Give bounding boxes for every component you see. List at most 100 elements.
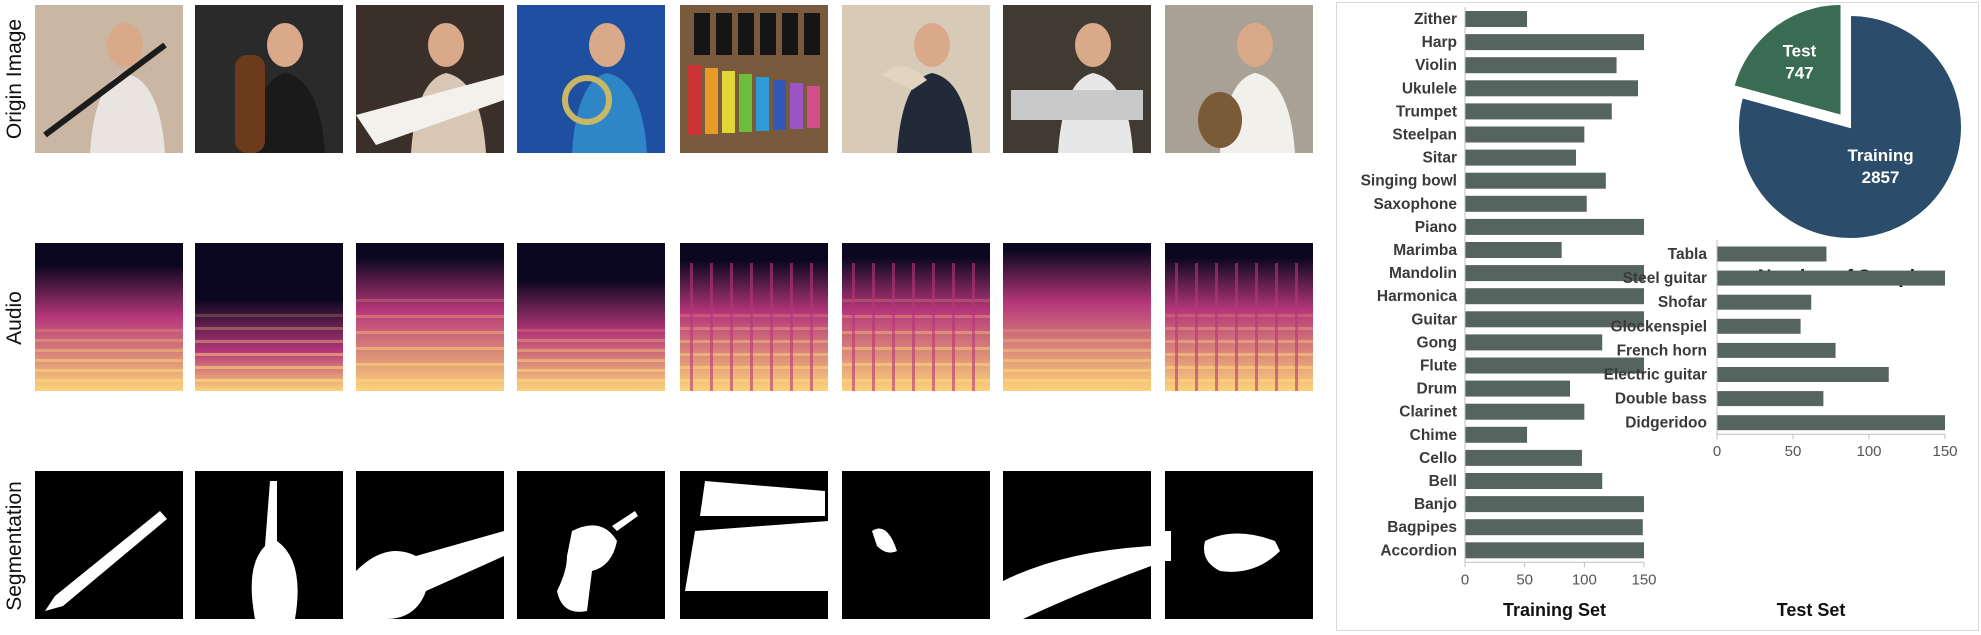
pie-slice-training bbox=[1737, 13, 1963, 240]
test-category-label: Electric guitar bbox=[1604, 367, 1707, 384]
training-bar bbox=[1465, 265, 1644, 282]
training-bar bbox=[1465, 380, 1571, 397]
training-bar bbox=[1465, 149, 1576, 166]
training-category-label: Chime bbox=[1410, 427, 1458, 444]
training-category-label: Harmonica bbox=[1377, 288, 1457, 305]
double-bass-mask-icon bbox=[195, 471, 343, 619]
training-category-label: Accordion bbox=[1380, 542, 1457, 559]
spectrogram-icon bbox=[35, 243, 183, 391]
xylophone-icon bbox=[680, 5, 828, 153]
test-bar bbox=[1717, 367, 1889, 382]
photo-tile bbox=[1165, 5, 1313, 153]
training-bar bbox=[1465, 334, 1603, 351]
training-bar bbox=[1465, 542, 1644, 559]
test-category-label: Steel guitar bbox=[1623, 270, 1707, 287]
row-label-segmentation-text: Segmentation bbox=[3, 481, 26, 611]
training-bar bbox=[1465, 449, 1582, 466]
test-category-label: Didgeridoo bbox=[1625, 415, 1707, 432]
photo-tile bbox=[680, 5, 828, 153]
mask-tile bbox=[680, 471, 828, 619]
test-category-label: Tabla bbox=[1668, 246, 1708, 263]
training-category-label: Sitar bbox=[1423, 150, 1457, 167]
spectrogram-icon bbox=[842, 243, 990, 391]
training-category-label: Bell bbox=[1429, 473, 1457, 490]
training-category-label: Saxophone bbox=[1373, 196, 1457, 213]
person-with-steel-guitar-icon bbox=[1003, 5, 1151, 153]
spectrogram-icon bbox=[1003, 243, 1151, 391]
training-bar bbox=[1465, 426, 1528, 443]
training-category-label: Mandolin bbox=[1389, 265, 1457, 282]
person-with-french-horn-icon bbox=[517, 5, 665, 153]
training-category-label: Flute bbox=[1420, 358, 1457, 375]
training-category-label: Ukulele bbox=[1402, 80, 1458, 97]
spectrogram-tile bbox=[195, 243, 343, 391]
mask-tile bbox=[195, 471, 343, 619]
xylophone-bars-mask-icon bbox=[680, 471, 828, 619]
training-category-label: Zither bbox=[1414, 11, 1457, 28]
spectrogram-tile bbox=[35, 243, 183, 391]
test-bar bbox=[1717, 415, 1945, 431]
row-label-segmentation: Segmentation bbox=[0, 471, 30, 621]
training-category-label: Cello bbox=[1419, 450, 1457, 467]
training-bar bbox=[1465, 403, 1585, 420]
training-bar bbox=[1465, 288, 1644, 305]
spectrogram-icon bbox=[1165, 243, 1313, 391]
training-category-label: Trumpet bbox=[1396, 103, 1457, 120]
training-category-label: Gong bbox=[1417, 334, 1457, 351]
test-bar bbox=[1717, 318, 1801, 334]
training-bar bbox=[1465, 242, 1562, 258]
mask-tile bbox=[1165, 471, 1313, 619]
training-category-label: Marimba bbox=[1393, 242, 1457, 259]
person-with-double-bass-icon bbox=[195, 5, 343, 153]
person-with-shofar-icon bbox=[842, 5, 990, 153]
training-bar bbox=[1465, 126, 1585, 143]
spectrogram-icon bbox=[195, 243, 343, 391]
spectrogram-icon bbox=[356, 243, 504, 391]
spectrogram-tile bbox=[842, 243, 990, 391]
test-bar bbox=[1717, 294, 1812, 310]
training-bar bbox=[1465, 311, 1644, 328]
training-category-label: Harp bbox=[1422, 34, 1457, 51]
test-x-tick-label: 50 bbox=[1785, 443, 1802, 460]
person-with-tabla-icon bbox=[1165, 5, 1313, 153]
statistics-charts: ZitherHarpViolinUkuleleTrumpetSteelpanSi… bbox=[1361, 2, 1963, 620]
test-bar bbox=[1717, 391, 1824, 407]
test-category-label: French horn bbox=[1617, 342, 1707, 359]
training-x-tick-label: 50 bbox=[1516, 571, 1533, 588]
mask-tile bbox=[356, 471, 504, 619]
spectrogram-tile bbox=[680, 243, 828, 391]
training-bar bbox=[1465, 11, 1528, 27]
spectrogram-tile bbox=[517, 243, 665, 391]
pie-slice-test bbox=[1732, 2, 1843, 118]
photo-tile bbox=[842, 5, 990, 153]
test-x-tick-label: 100 bbox=[1856, 443, 1881, 460]
person-with-electric-guitar-icon bbox=[356, 5, 504, 153]
photo-tile bbox=[517, 5, 665, 153]
row-label-audio-text: Audio bbox=[3, 291, 26, 345]
spectrogram-tile bbox=[1165, 243, 1313, 391]
row-label-audio: Audio bbox=[0, 243, 30, 393]
photo-tile bbox=[35, 5, 183, 153]
photo-tile bbox=[1003, 5, 1151, 153]
tabla-mask-icon bbox=[1165, 471, 1313, 619]
training-bar bbox=[1465, 172, 1606, 189]
diagonal-pipe-mask-icon bbox=[35, 471, 183, 619]
spectrogram-icon bbox=[517, 243, 665, 391]
pie-label-test: Test bbox=[1783, 42, 1817, 61]
pie-value-test: 747 bbox=[1785, 64, 1813, 83]
training-category-label: Drum bbox=[1417, 381, 1457, 398]
test-category-label: Double bass bbox=[1615, 391, 1707, 408]
mask-tile bbox=[517, 471, 665, 619]
guitar-mask-icon bbox=[356, 471, 504, 619]
row-label-origin-text: Origin Image bbox=[3, 18, 26, 140]
row-label-origin: Origin Image bbox=[0, 4, 30, 154]
training-bar bbox=[1465, 496, 1644, 513]
spectrogram-tile bbox=[1003, 243, 1151, 391]
steel-guitar-mask-icon bbox=[1003, 471, 1151, 619]
sample-pie-chart: Test747Training2857Number of Samples bbox=[1732, 2, 1963, 288]
pie-label-training: Training bbox=[1847, 146, 1913, 165]
mask-tile bbox=[1003, 471, 1151, 619]
training-category-label: Clarinet bbox=[1399, 404, 1457, 421]
training-x-tick-label: 0 bbox=[1461, 571, 1469, 588]
training-category-label: Piano bbox=[1415, 219, 1457, 236]
